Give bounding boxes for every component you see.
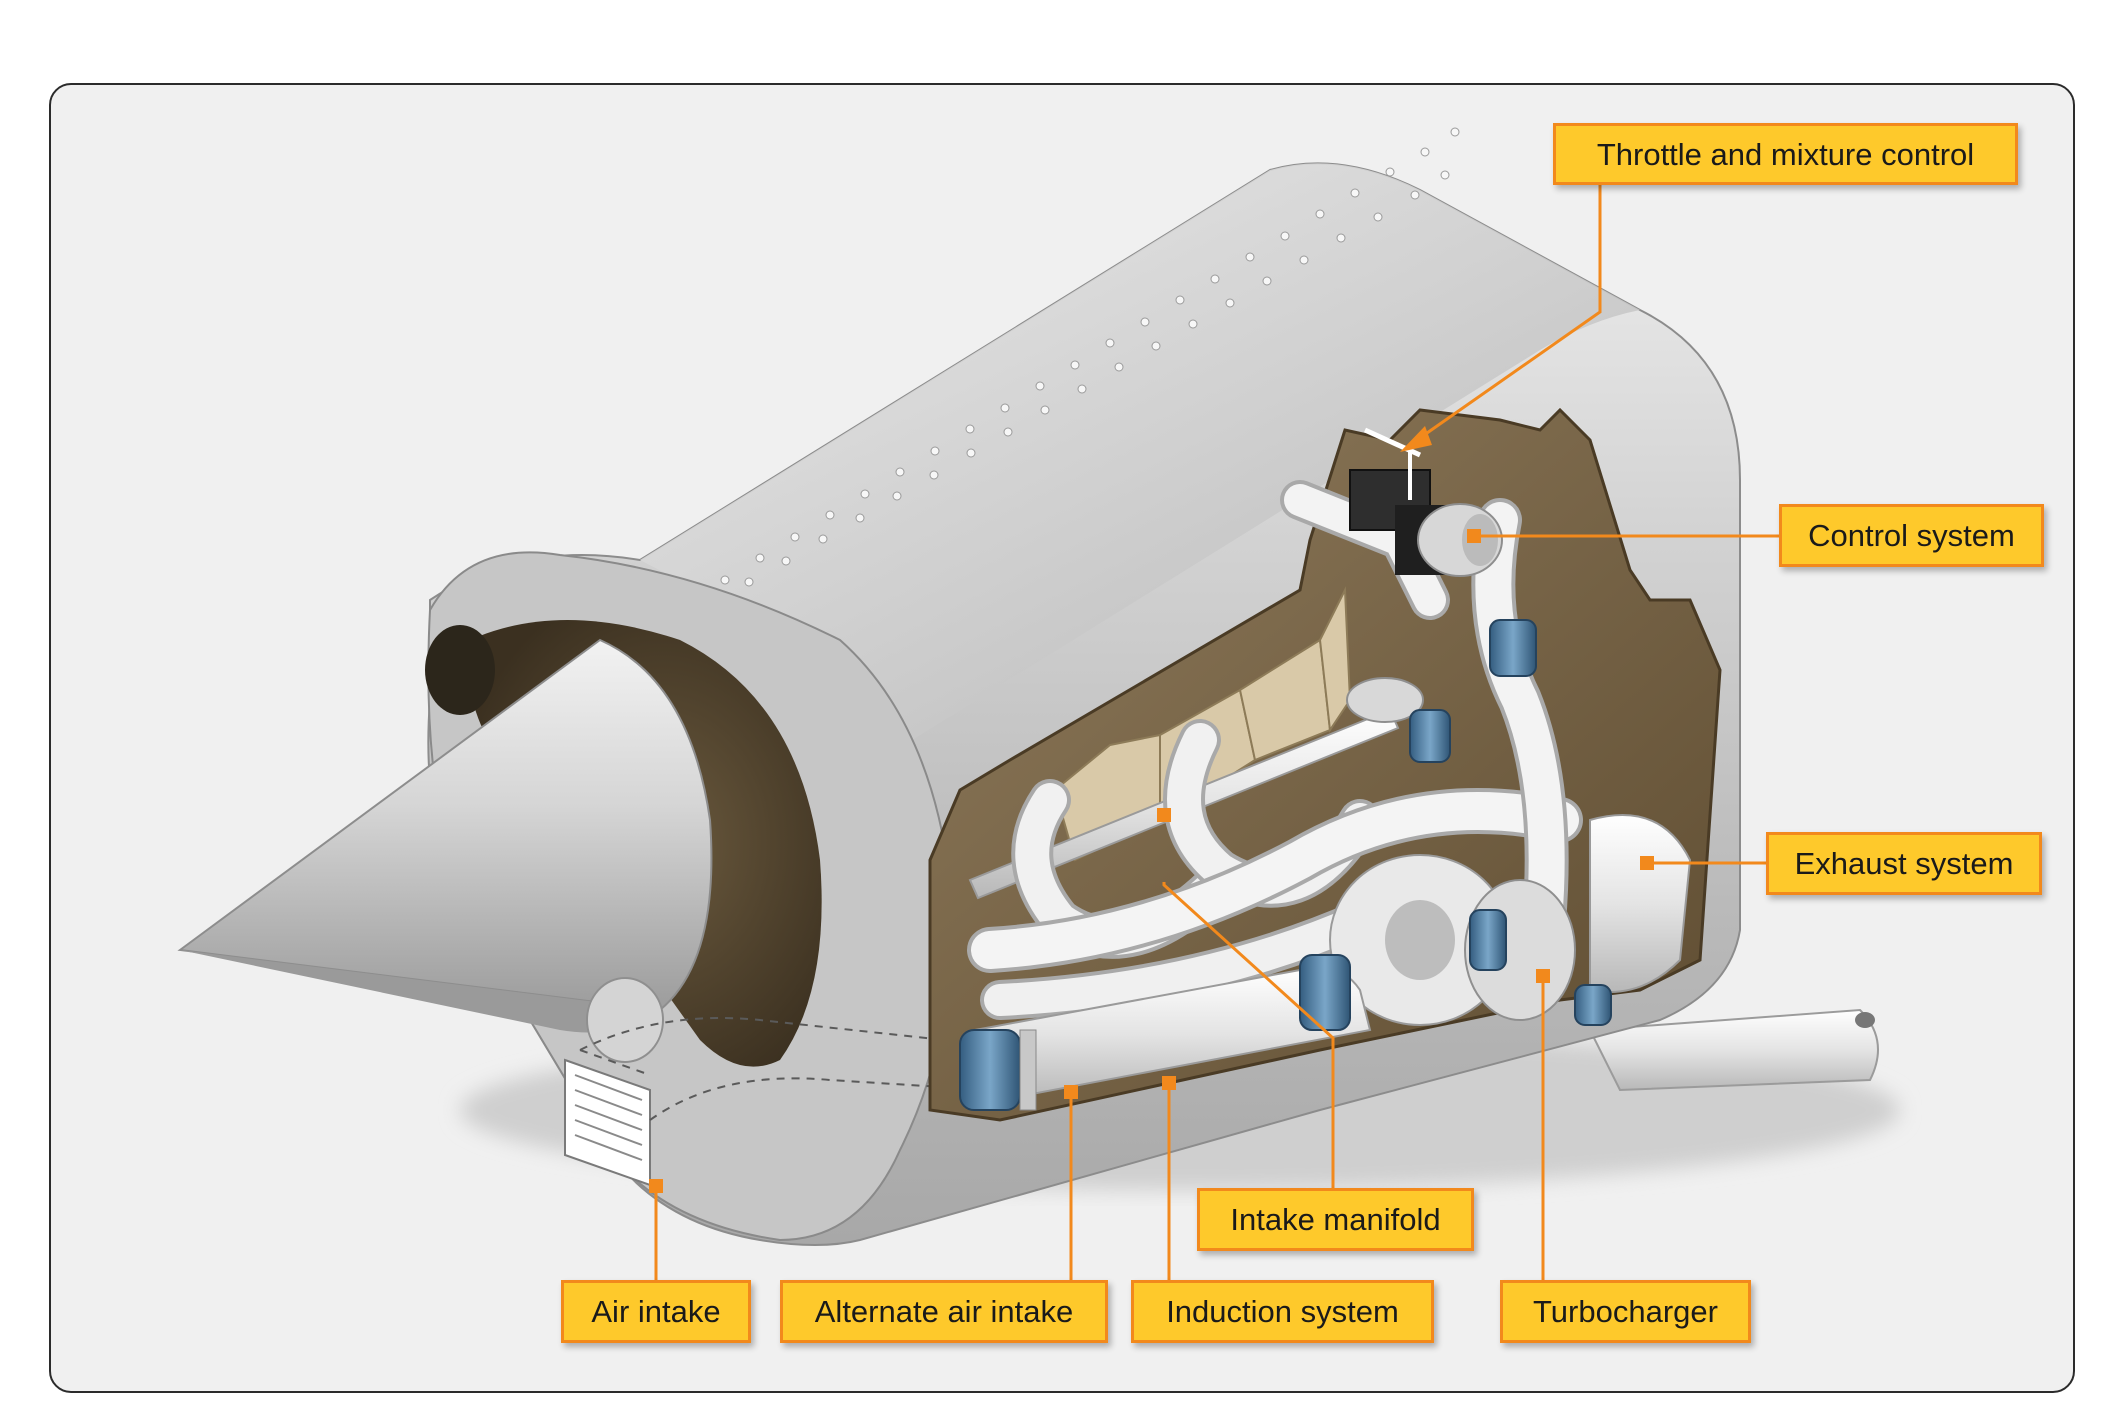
spinner-cone bbox=[177, 638, 713, 1033]
exhaust-collector bbox=[1589, 814, 1692, 993]
callout-intake-manifold-text: Intake manifold bbox=[1230, 1202, 1441, 1237]
alternate-air-door bbox=[586, 977, 664, 1063]
callout-anchor-markers bbox=[649, 529, 1654, 1193]
callout-exhaust-system: Exhaust system bbox=[1766, 832, 2042, 895]
hose-clamps bbox=[959, 619, 1612, 1111]
callout-induction-system-text: Induction system bbox=[1166, 1294, 1399, 1329]
throttle-control-unit bbox=[1349, 427, 1503, 577]
rivet-row bbox=[670, 127, 1460, 630]
callout-intake-manifold: Intake manifold bbox=[1197, 1188, 1474, 1251]
cowling-top-panel bbox=[640, 163, 1640, 761]
mouth-inner-shadow bbox=[425, 625, 495, 715]
callout-induction-system: Induction system bbox=[1131, 1280, 1434, 1343]
turbocharger-unit bbox=[1329, 854, 1576, 1026]
callout-alternate-air-intake-text: Alternate air intake bbox=[814, 1294, 1074, 1329]
hidden-duct-lines bbox=[579, 1017, 991, 1121]
callout-exhaust-system-text: Exhaust system bbox=[1794, 846, 2014, 881]
manifold-plenum bbox=[1346, 677, 1424, 723]
callout-air-intake-text: Air intake bbox=[591, 1294, 721, 1329]
callout-control-system-text: Control system bbox=[1808, 518, 2015, 553]
callout-throttle-mixture-control-text: Throttle and mixture control bbox=[1596, 136, 1975, 172]
callout-throttle-mixture-control: Throttle and mixture control bbox=[1553, 123, 2018, 185]
control-tube bbox=[1280, 480, 1569, 982]
callout-alternate-air-intake: Alternate air intake bbox=[780, 1280, 1108, 1343]
leader-throttle-mixture bbox=[1406, 176, 1602, 449]
callout-turbocharger: Turbocharger bbox=[1500, 1280, 1751, 1343]
exhaust-tailpipe bbox=[1588, 1008, 1879, 1092]
exhaust-pipes bbox=[967, 719, 1583, 1020]
leader-lines bbox=[654, 176, 1779, 1285]
callout-turbocharger-text: Turbocharger bbox=[1533, 1294, 1718, 1329]
leader-throttle-arrowhead bbox=[1400, 426, 1432, 452]
callout-air-intake: Air intake bbox=[561, 1280, 751, 1343]
leader-intake-manifold bbox=[1162, 882, 1335, 1203]
callout-control-system: Control system bbox=[1779, 504, 2044, 567]
